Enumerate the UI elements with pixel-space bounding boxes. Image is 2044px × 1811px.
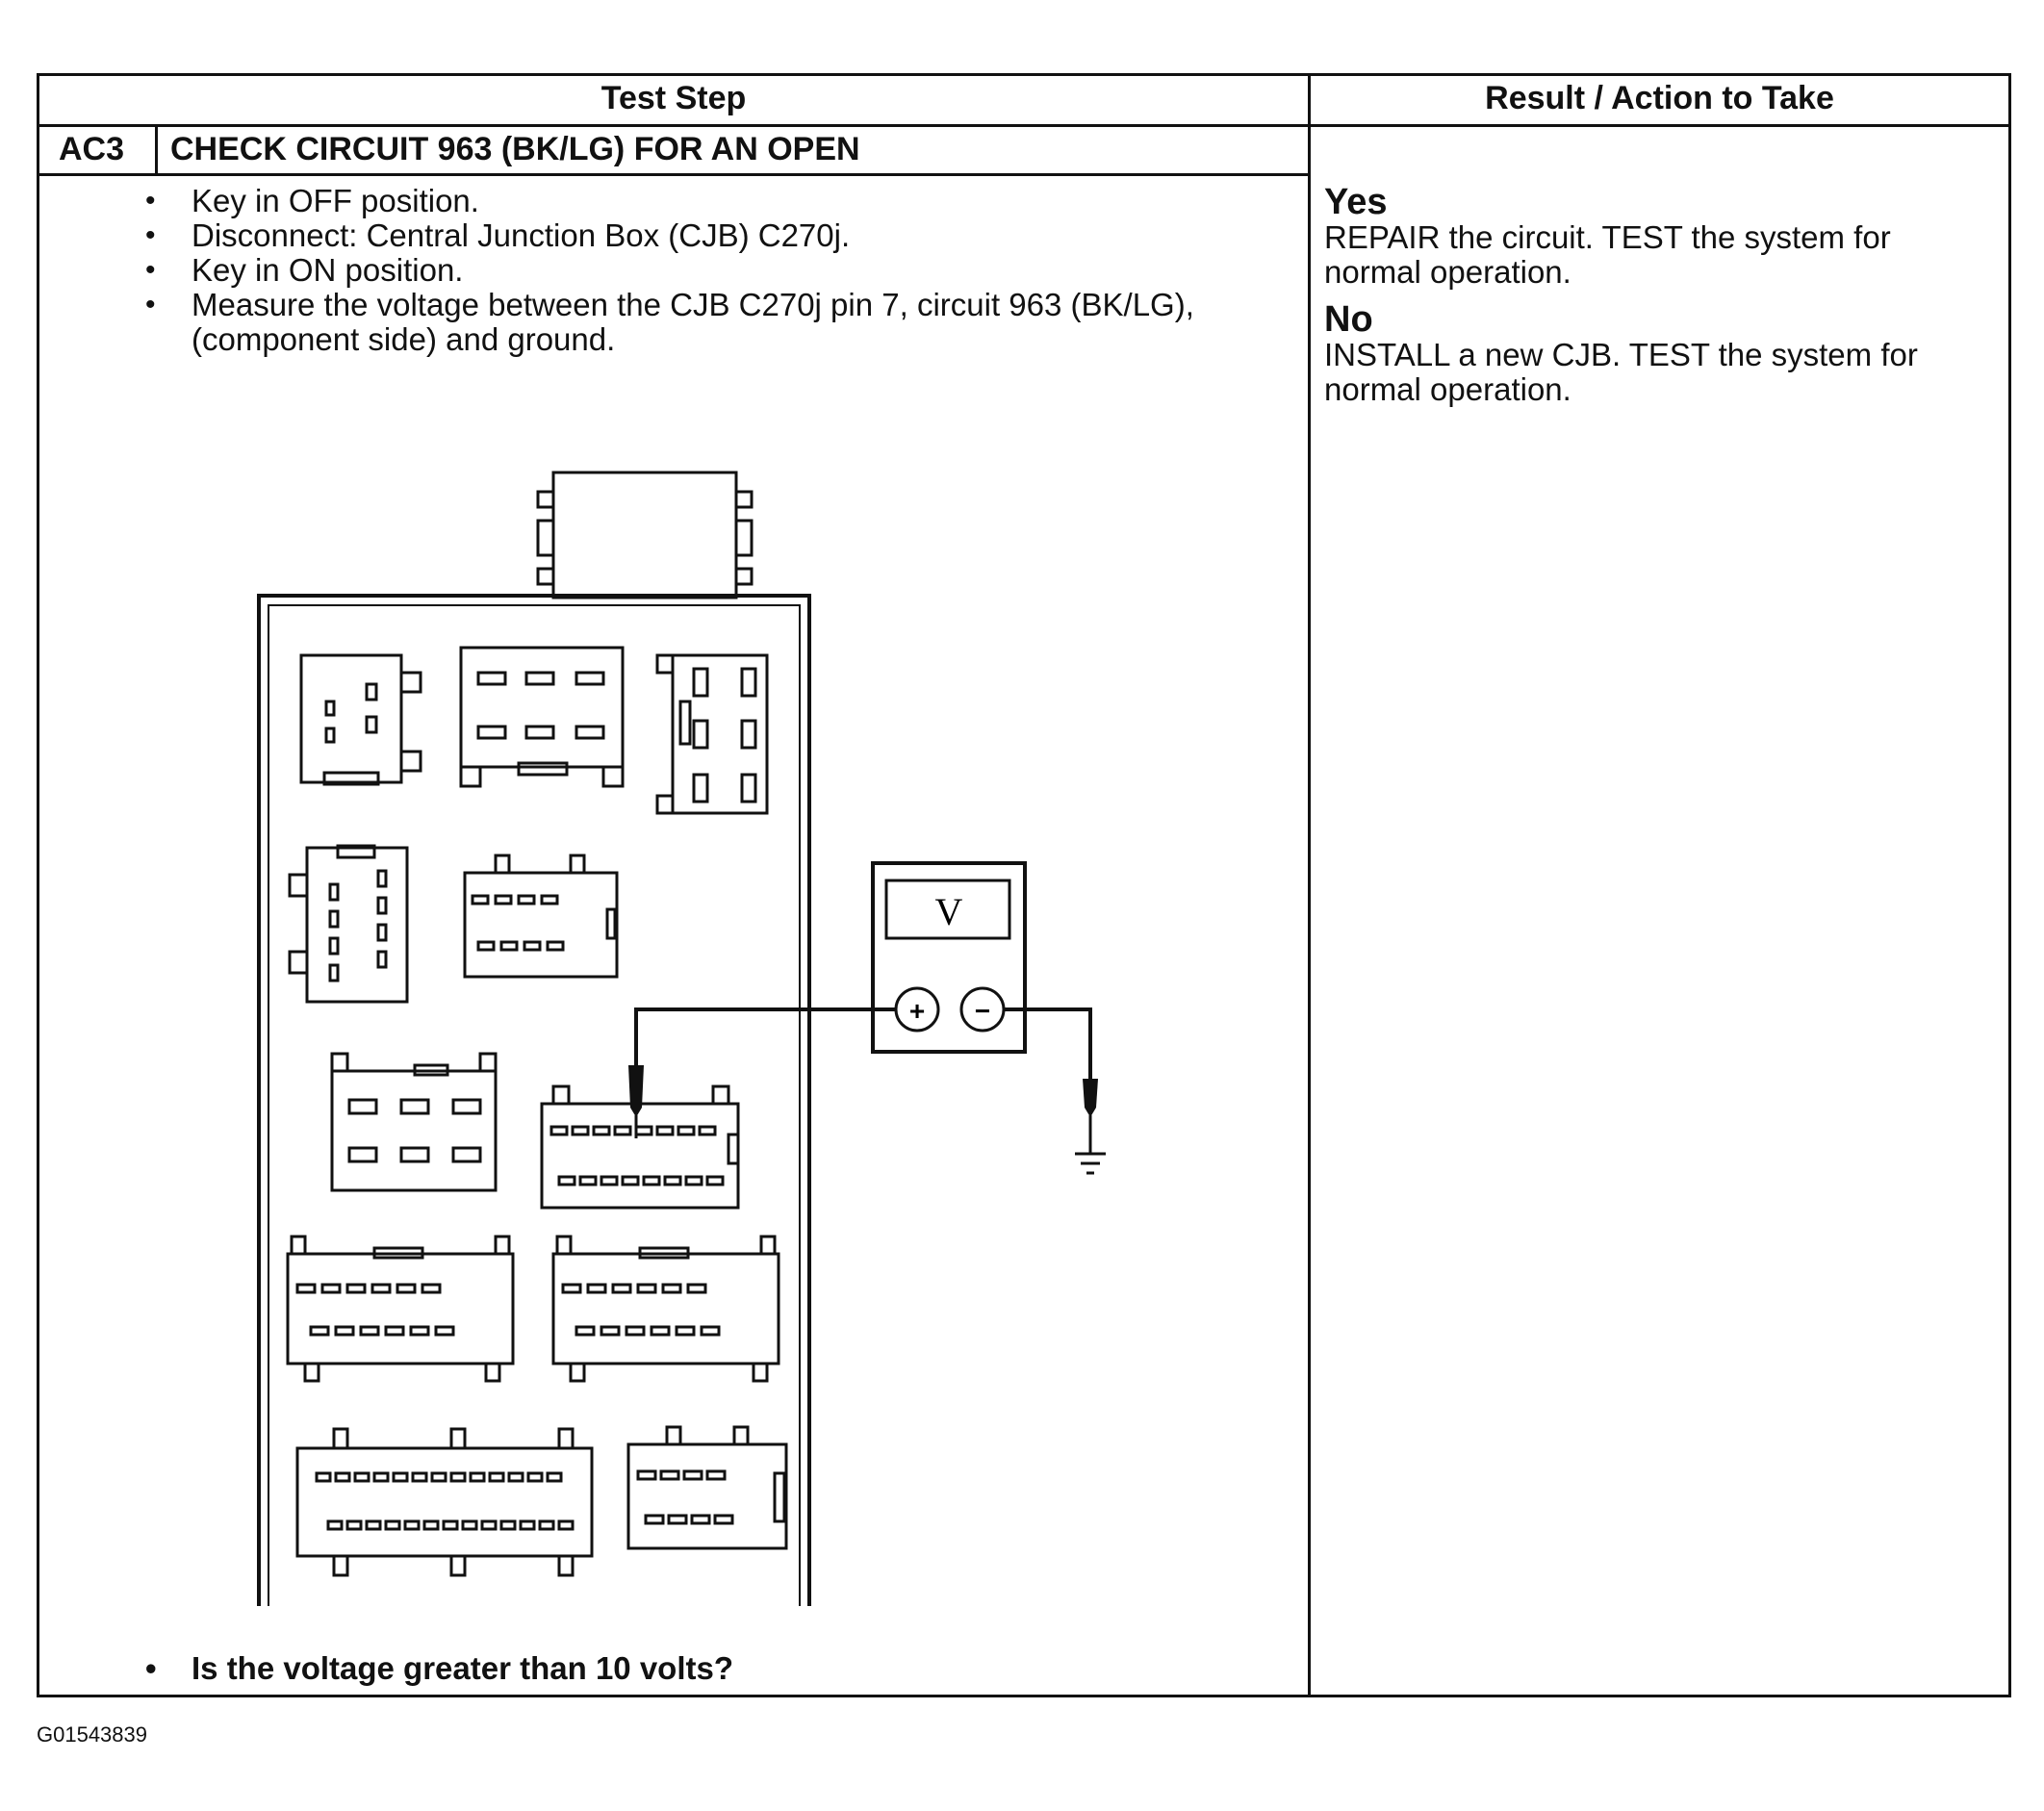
column-divider [1308,76,1311,1695]
no-label: No [1324,299,1373,340]
figure-id: G01543839 [37,1722,147,1747]
top-relay-block [536,471,754,599]
no-action: INSTALL a new CJB. TEST the system for n… [1324,337,1918,407]
connector-c270j [540,1084,740,1210]
positive-probe-tip [628,1065,644,1117]
connector [655,653,769,815]
minus-terminal-label: − [975,996,990,1026]
header-divider [39,124,2008,127]
yes-action: REPAIR the circuit. TEST the system for … [1324,219,1891,290]
step-id: AC3 [59,131,125,167]
instruction-item: Key in ON position. [136,253,1290,289]
plus-terminal-label: + [909,996,925,1026]
step-id-divider [155,127,158,173]
connector [626,1425,788,1550]
connector [299,653,422,786]
ground-symbol [1075,1152,1106,1175]
yes-label: Yes [1324,182,1388,222]
instruction-item: Key in OFF position. [136,184,1290,219]
instruction-item: Disconnect: Central Junction Box (CJB) C… [136,218,1290,254]
voltmeter-symbol: V [935,890,963,933]
test-step-table: Test Step Result / Action to Take AC3 CH… [37,73,2011,1697]
cjb-housing [257,594,811,1606]
negative-test-lead [1004,1008,1092,1081]
question-text: Is the voltage greater than 10 volts? [136,1650,733,1687]
instruction-list: Key in OFF position. Disconnect: Central… [136,184,1290,357]
connector [288,844,409,1004]
connector [463,854,619,979]
header-result-action: Result / Action to Take [1485,80,1834,116]
connector [286,1235,515,1383]
connector [330,1052,498,1192]
positive-test-lead [634,1008,896,1067]
header-test-step: Test Step [600,80,747,116]
step-title: CHECK CIRCUIT 963 (BK/LG) FOR AN OPEN [170,131,860,167]
connector [459,646,625,788]
connector [551,1235,780,1383]
instruction-item: Measure the voltage between the CJB C270… [136,288,1290,357]
negative-probe-tip [1083,1079,1098,1117]
step-title-divider [39,173,1308,176]
connector [295,1427,594,1577]
cjb-wiring-diagram: V + − [257,471,1106,1606]
